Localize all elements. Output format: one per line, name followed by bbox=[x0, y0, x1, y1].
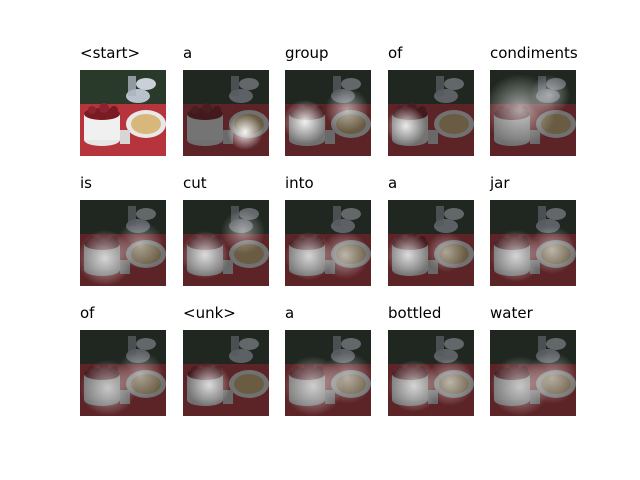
attention-panel: condiments bbox=[490, 44, 600, 164]
attention-panel: cut bbox=[183, 174, 293, 294]
attention-panel: a bbox=[388, 174, 498, 294]
panel-word-label: a bbox=[183, 44, 193, 62]
attention-heatmap-image bbox=[285, 200, 371, 286]
attention-panel: a bbox=[285, 304, 395, 424]
attention-panel: <start> bbox=[80, 44, 190, 164]
attention-heatmap-image bbox=[490, 330, 576, 416]
attention-heatmap-image bbox=[490, 200, 576, 286]
attention-panel: of bbox=[388, 44, 498, 164]
panel-word-label: into bbox=[285, 174, 314, 192]
panel-word-label: of bbox=[80, 304, 95, 322]
attention-panel: a bbox=[183, 44, 293, 164]
panel-word-label: of bbox=[388, 44, 403, 62]
attention-heatmap-image bbox=[183, 330, 269, 416]
panel-word-label: cut bbox=[183, 174, 207, 192]
attention-panel: jar bbox=[490, 174, 600, 294]
attention-heatmap-image bbox=[388, 330, 474, 416]
attention-heatmap-image bbox=[388, 70, 474, 156]
attention-heatmap-image bbox=[183, 200, 269, 286]
attention-panel: of bbox=[80, 304, 190, 424]
panel-word-label: <unk> bbox=[183, 304, 236, 322]
panel-word-label: jar bbox=[490, 174, 510, 192]
attention-heatmap-image bbox=[80, 200, 166, 286]
panel-word-label: group bbox=[285, 44, 329, 62]
panel-word-label: condiments bbox=[490, 44, 578, 62]
attention-heatmap-image bbox=[183, 70, 269, 156]
attention-heatmap-image bbox=[80, 330, 166, 416]
attention-heatmap-image bbox=[388, 200, 474, 286]
panel-word-label: water bbox=[490, 304, 533, 322]
attention-heatmap-image bbox=[285, 330, 371, 416]
panel-word-label: is bbox=[80, 174, 92, 192]
attention-panel: bottled bbox=[388, 304, 498, 424]
panel-word-label: a bbox=[388, 174, 398, 192]
panel-word-label: bottled bbox=[388, 304, 442, 322]
attention-panel: group bbox=[285, 44, 395, 164]
attention-panel: is bbox=[80, 174, 190, 294]
original-image bbox=[80, 70, 166, 156]
attention-heatmap-image bbox=[285, 70, 371, 156]
attention-panel: into bbox=[285, 174, 395, 294]
attention-heatmap-image bbox=[490, 70, 576, 156]
attention-panel: water bbox=[490, 304, 600, 424]
panel-word-label: <start> bbox=[80, 44, 141, 62]
panel-word-label: a bbox=[285, 304, 295, 322]
attention-panel: <unk> bbox=[183, 304, 293, 424]
